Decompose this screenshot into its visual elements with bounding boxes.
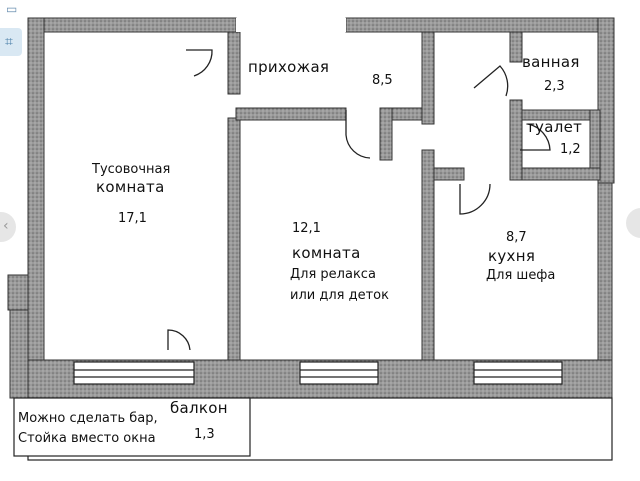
party-room-note: Тусовочная <box>92 162 171 177</box>
chevron-left-icon[interactable]: ‹ <box>0 212 16 242</box>
relax-room-note-2: или для деток <box>290 288 389 303</box>
toilet-name: туалет <box>526 118 583 136</box>
door-swings <box>167 49 551 351</box>
balcony-name: балкон <box>170 399 228 417</box>
relax-room-note-1: Для релакса <box>290 267 376 282</box>
chevron-right-icon[interactable] <box>626 208 640 238</box>
relax-room-name: комната <box>292 244 361 262</box>
toilet-area: 1,2 <box>560 142 581 157</box>
interior-walls <box>227 31 601 361</box>
image-icon: ▭ <box>6 2 18 16</box>
balcony-note-1: Можно сделать бар, <box>18 411 158 426</box>
relax-room-area: 12,1 <box>292 221 321 236</box>
party-room-area: 17,1 <box>118 211 147 226</box>
party-room-name: комната <box>96 178 165 196</box>
bathroom-area: 2,3 <box>544 79 565 94</box>
hallway-area: 8,5 <box>372 73 393 88</box>
hallway-name: прихожая <box>248 58 330 76</box>
crop-icon[interactable]: ⌗ <box>0 28 22 56</box>
kitchen-note: Для шефа <box>486 268 556 283</box>
balcony-area: 1,3 <box>194 427 215 442</box>
kitchen-name: кухня <box>488 247 536 265</box>
balcony-outline <box>13 397 613 461</box>
kitchen-area: 8,7 <box>506 230 527 245</box>
windows <box>73 361 563 385</box>
balcony-note-2: Стойка вместо окна <box>18 431 156 446</box>
top-opening <box>236 18 346 32</box>
bathroom-name: ванная <box>522 53 580 71</box>
